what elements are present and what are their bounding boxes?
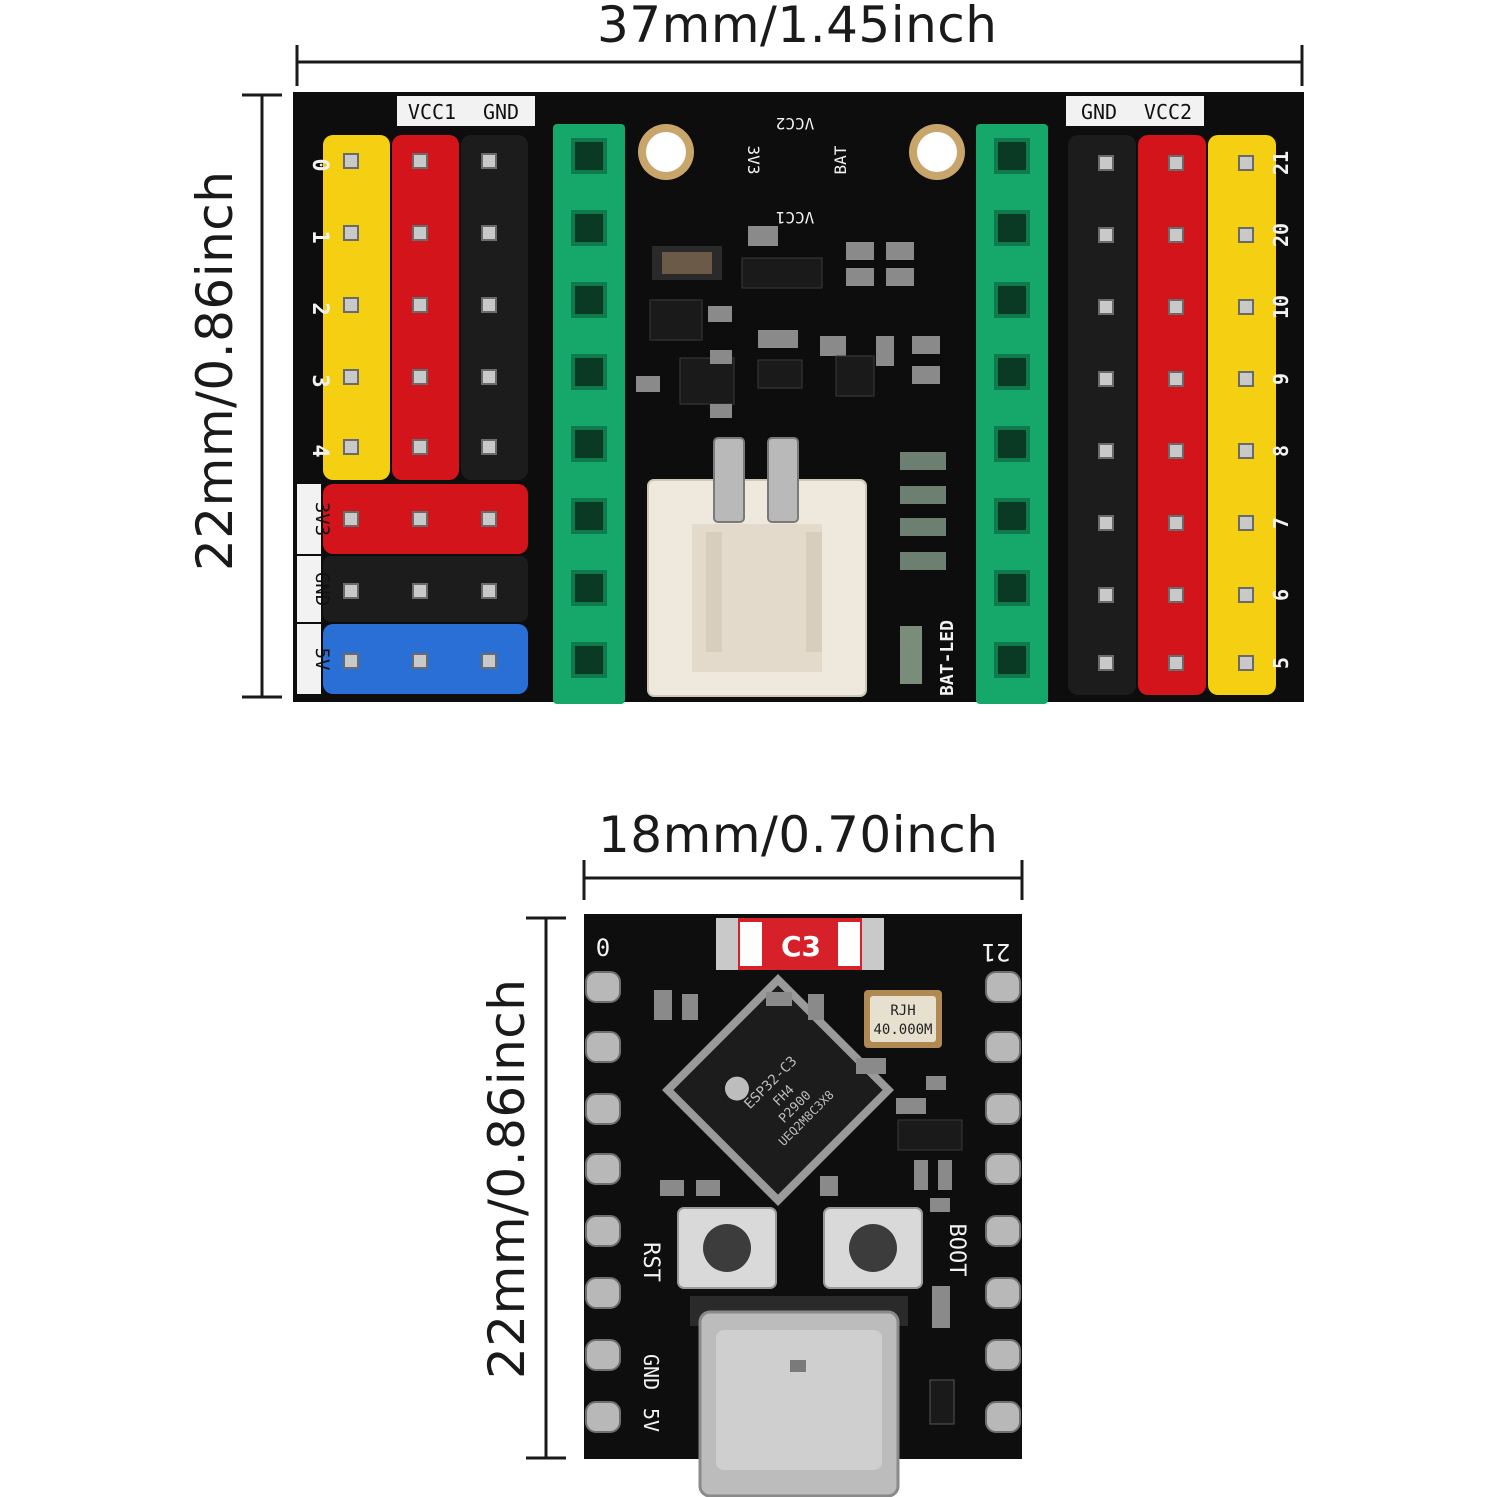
right-header-pins	[1098, 155, 1254, 671]
boot-button	[823, 1207, 923, 1289]
pin-4-label: 4	[307, 444, 332, 457]
vcc2-label: VCC2	[1144, 100, 1192, 124]
bottom-width-label: 18mm/0.70inch	[598, 806, 999, 864]
castellated-pads	[585, 971, 1021, 1433]
gnd-left-label: GND	[483, 100, 519, 124]
c3-badge: C3	[716, 918, 884, 970]
gnd-row-label: GND	[311, 572, 333, 606]
5v-label-box	[297, 624, 321, 694]
3v3-label-box	[297, 484, 321, 554]
center-3v3: 3V3	[744, 146, 763, 175]
right-red-header	[1138, 135, 1206, 695]
center-silkscreen: VCC2 3V3 BAT VCC1	[744, 114, 850, 227]
right-black-header	[1068, 135, 1136, 695]
left-pin-numbers: 0 1 2 3 4	[307, 158, 332, 457]
left-green-socket	[553, 124, 625, 704]
pin-7-label: 7	[1269, 517, 1293, 529]
pin-1-label: 1	[307, 230, 332, 243]
dimension-lines	[242, 45, 1304, 1460]
pin-6-label: 6	[1269, 589, 1293, 601]
smd-components	[636, 226, 946, 684]
pin-2-label: 2	[307, 302, 332, 315]
crystal-label-1: RJH	[890, 1003, 915, 1019]
vcc1-label-box	[397, 96, 467, 126]
mcu-smd-parts	[654, 990, 963, 1425]
gnd-right-label: GND	[1081, 100, 1117, 124]
pin-21-label: 21	[1269, 151, 1293, 175]
expansion-board: VCC1 GND GND VCC2 0 1 2 3 4	[293, 92, 1304, 704]
right-yellow-header	[1208, 135, 1276, 695]
rst-label: RST	[638, 1242, 663, 1282]
battery-connector	[647, 437, 867, 697]
pin-5-label: 5	[1269, 657, 1293, 669]
rst-button	[677, 1207, 777, 1289]
vcc2-label-box	[1132, 96, 1204, 126]
5v-label: 5V	[311, 648, 333, 671]
pin-0-label: 0	[307, 158, 332, 171]
gnd-label: GND	[639, 1354, 663, 1390]
left-header-pins	[343, 153, 497, 455]
pin-9-label: 9	[1269, 373, 1293, 385]
usb-c-port	[690, 1296, 908, 1497]
gnd-right-label-box	[1066, 96, 1132, 126]
c3-badge-text: C3	[781, 930, 821, 963]
top-width-label: 37mm/1.45inch	[597, 0, 998, 54]
right-green-socket	[976, 124, 1048, 704]
right-pin-numbers: 21 20 10 9 8 7 6 5	[1269, 151, 1293, 669]
socket-holes	[571, 138, 1030, 678]
pin-20-label: 20	[1269, 223, 1293, 247]
pin-3-label: 3	[307, 374, 332, 387]
mcu-board: 0 21 C3 RJH 40.000M ESP32-C3 FH4 P2900 U…	[584, 914, 1022, 1497]
vcc1-label: VCC1	[408, 100, 456, 124]
pin-10-label: 10	[1269, 295, 1293, 319]
bat-led-label: BAT-LED	[937, 620, 958, 696]
center-vcc2: VCC2	[776, 114, 815, 133]
crystal-label-2: 40.000M	[873, 1022, 932, 1038]
center-bat: BAT	[831, 145, 850, 174]
mcu-pin-21: 21	[982, 938, 1011, 966]
crystal-oscillator: RJH 40.000M	[864, 990, 942, 1048]
power-row-pins	[343, 511, 497, 669]
mcu-pin-0: 0	[596, 934, 610, 962]
boot-label: BOOT	[944, 1224, 969, 1277]
gnd-left-label-box	[467, 96, 535, 126]
pin-8-label: 8	[1269, 445, 1293, 457]
center-vcc1: VCC1	[776, 208, 815, 227]
3v3-label: 3V3	[311, 502, 333, 536]
esp32-chip: ESP32-C3 FH4 P2900 UEQ2M8C3X8	[662, 974, 894, 1206]
gnd-row-label-box	[297, 556, 321, 622]
5v-label-mcu: 5V	[639, 1408, 663, 1432]
